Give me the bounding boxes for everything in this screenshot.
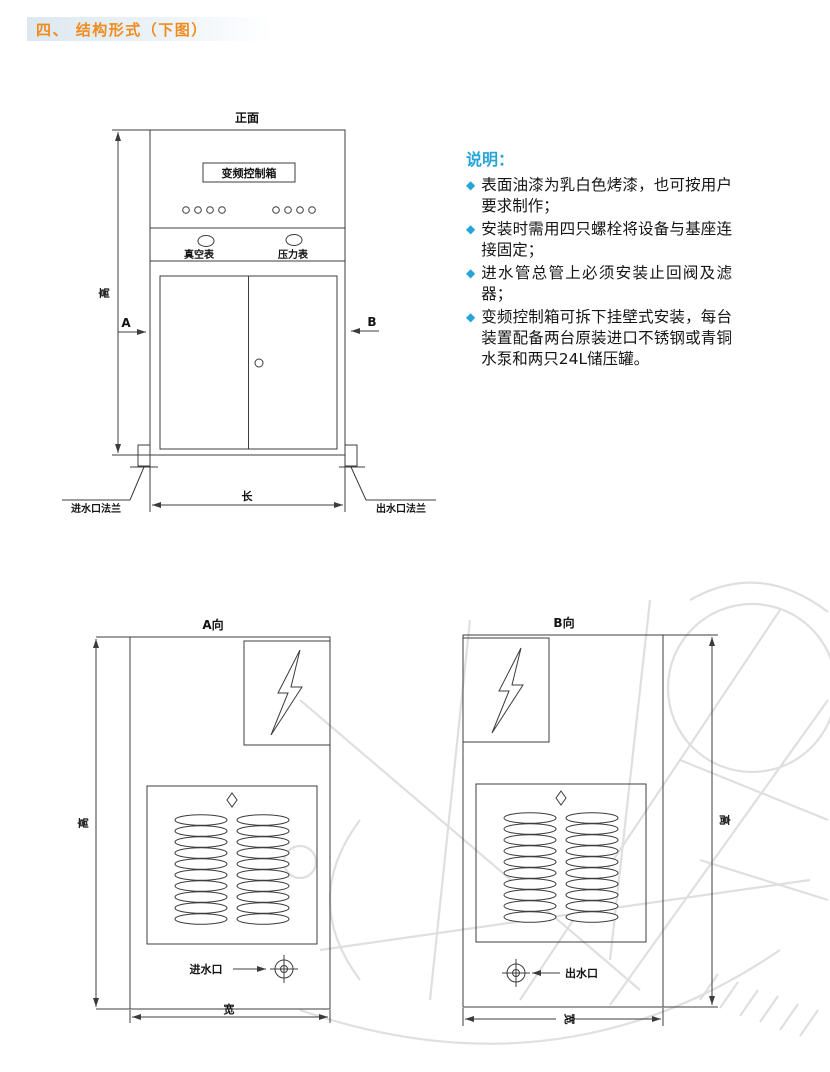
view-a-drawing: A向 进水口 高 宽 [76,617,331,1023]
view-b-width-label: 宽 [563,1013,577,1025]
note-item: ◆ 进水管总管上必须安装止回阀及滤器； [466,263,732,305]
base-feet [130,444,365,468]
view-b-electrical-box [462,637,550,743]
panel-latch-icon [555,790,567,806]
notes-title: 说明： [466,150,515,169]
view-b-width-dimension [462,1008,664,1026]
louver-vent-left [174,814,228,925]
notes-panel: 说明： ◆ 表面油漆为乳白色烤漆，也可按用户要求制作； ◆ 安装时需用四只螺栓将… [466,146,732,372]
louver-vent-right [565,812,619,923]
note-text: 进水管总管上必须安装止回阀及滤器； [481,264,732,303]
inlet-port-icon [269,954,299,984]
outlet-flange-label: 出水口法兰 [376,502,426,515]
gauges [197,234,303,247]
control-box-label: 变频控制箱 [222,166,277,180]
view-b-vent-panel [475,783,647,943]
section-b-label: B [367,315,376,329]
lightning-bolt-icon [491,647,524,734]
louver-vent-left [503,812,557,923]
note-text: 表面油漆为乳白色烤漆，也可按用户要求制作； [481,176,732,215]
section-title: 四、 结构形式（下图） [36,20,208,39]
outlet-port-icon [501,958,531,988]
inlet-flange-label: 进水口法兰 [71,502,121,515]
view-a-width-label: 宽 [223,1002,235,1016]
front-length-label: 长 [242,489,254,503]
note-item: ◆ 表面油漆为乳白色烤漆，也可按用户要求制作； [466,175,732,217]
front-view-drawing: 正面 变频控制箱 真空表 压力表 [62,111,436,515]
bullet-diamond-icon: ◆ [466,310,476,324]
louver-vent-right [236,814,290,925]
door-handle [254,358,264,368]
length-dimension [149,456,346,512]
bullet-diamond-icon: ◆ [466,266,476,280]
view-a-height-dimension [93,636,130,1010]
note-text: 变频控制箱可拆下挂壁式安装，每台装置配备两台原装进口不锈钢或青铜水泵和两只24L… [481,308,732,368]
view-b-title: B向 [553,615,574,630]
note-text: 安装时需用四只螺栓将设备与基座连接固定； [481,220,732,259]
view-b-outline [462,634,664,1008]
panel-latch-icon [226,792,238,808]
vacuum-gauge-label: 真空表 [184,248,215,261]
view-b-height-dimension [663,634,718,1008]
view-b-height-label: 高 [718,815,732,826]
front-height-label: 高 [97,288,111,299]
control-box-frame [202,162,296,183]
front-view-title: 正面 [235,111,259,125]
note-item: ◆ 安装时需用四只螺栓将设备与基座连接固定； [466,219,732,261]
view-a-height-label: 高 [76,818,90,829]
view-a-vent-panel [146,785,318,945]
watermark [282,581,830,1045]
cabinet-doors [159,275,338,450]
height-dimension [112,129,150,456]
view-a-electrical-box [243,640,331,746]
lightning-bolt-icon [270,649,303,736]
bullet-diamond-icon: ◆ [466,222,476,236]
inlet-port-label: 进水口 [190,962,223,976]
indicator-lights [182,206,316,214]
section-header: 四、 结构形式（下图） [27,17,272,41]
section-a-label: A [121,316,131,330]
view-a-width-dimension [129,1010,331,1023]
note-item: ◆ 变频控制箱可拆下挂壁式安装，每台装置配备两台原装进口不锈钢或青铜水泵和两只2… [466,307,732,370]
pressure-gauge-label: 压力表 [278,248,309,261]
view-a-title: A向 [202,617,223,632]
outlet-flange-leader [350,466,436,501]
outlet-port-label: 出水口 [565,966,598,980]
cabinet-outline [149,129,346,456]
view-b-drawing: B向 出水口 高 宽 [462,615,732,1026]
inlet-flange-leader [62,466,145,501]
view-a-outline [129,636,331,1010]
bullet-diamond-icon: ◆ [466,178,476,192]
